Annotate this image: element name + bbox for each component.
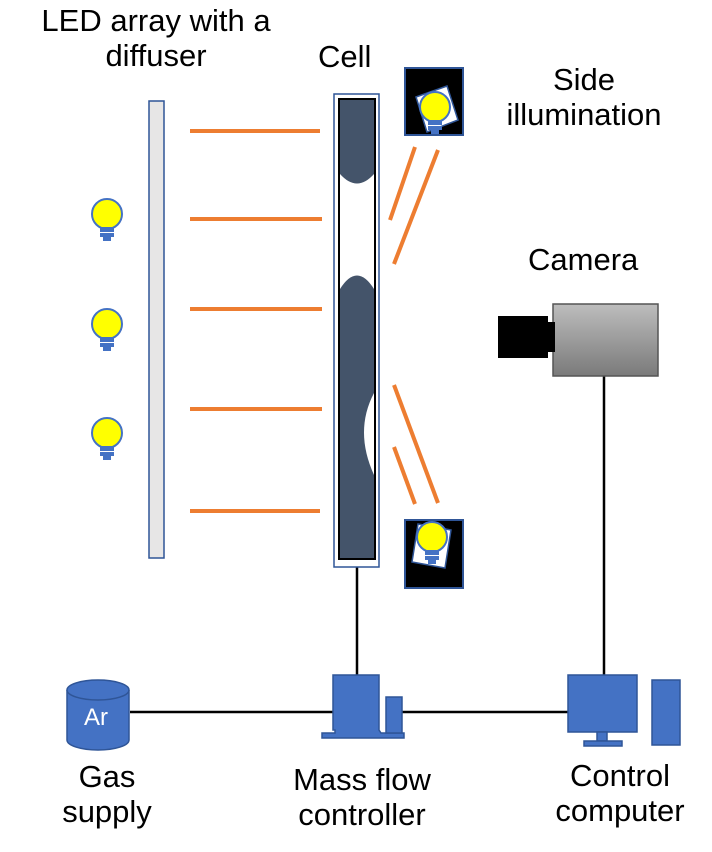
cell bbox=[333, 93, 380, 568]
light-ray bbox=[392, 384, 440, 504]
pc-tower-icon bbox=[651, 679, 681, 746]
gas-symbol: Ar bbox=[84, 704, 108, 731]
mass-flow-controller-label: Mass flow controller bbox=[293, 762, 431, 832]
mass-flow-controller-icon bbox=[321, 674, 405, 739]
camera-icon bbox=[498, 303, 659, 377]
monitor-base bbox=[583, 740, 623, 747]
side-lamp-top bbox=[404, 67, 464, 136]
cell-label: Cell bbox=[318, 39, 372, 74]
diffuser-panel bbox=[148, 100, 165, 559]
gas-supply-label: Gas supply bbox=[62, 759, 152, 829]
light-bulb-icon bbox=[91, 417, 123, 461]
led-array-label: LED array with a diffuser bbox=[41, 3, 271, 73]
gas-bubble bbox=[364, 393, 374, 475]
camera-label: Camera bbox=[528, 242, 639, 277]
wires bbox=[130, 376, 606, 714]
gas-cylinder-icon bbox=[66, 679, 130, 751]
side-illumination-label: Side illumination bbox=[506, 62, 662, 132]
light-ray bbox=[388, 146, 417, 221]
side-lamp-bottom bbox=[404, 519, 464, 589]
light-rays bbox=[190, 129, 322, 513]
light-ray bbox=[392, 446, 417, 505]
control-computer bbox=[567, 674, 681, 747]
control-computer-label: Control computer bbox=[555, 758, 685, 828]
light-bulb-icon bbox=[91, 198, 123, 242]
light-bulb-icon bbox=[91, 308, 123, 352]
side-light-rays bbox=[388, 146, 440, 505]
light-ray bbox=[392, 149, 440, 265]
monitor-stand bbox=[596, 731, 608, 742]
monitor-icon bbox=[567, 674, 638, 733]
liquid-slug bbox=[340, 100, 374, 184]
liquid-column bbox=[340, 275, 374, 558]
